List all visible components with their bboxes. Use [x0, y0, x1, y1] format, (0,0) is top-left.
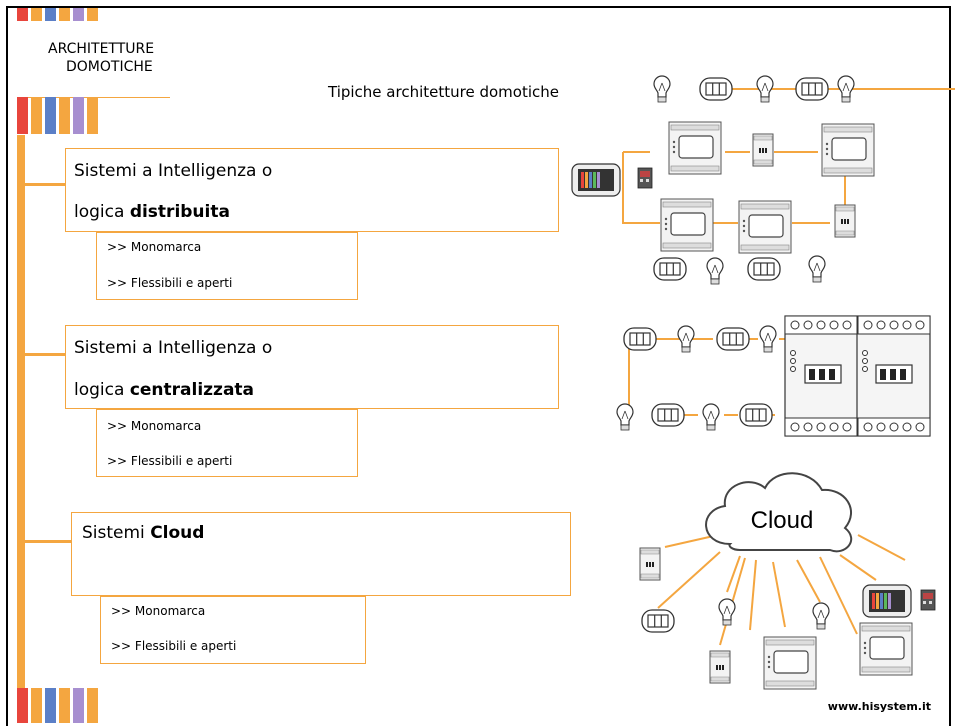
stripe: [31, 8, 42, 21]
vertical-bar: [17, 135, 25, 690]
architecture-line2-bold: distribuita: [129, 202, 230, 222]
bottom-color-stripes: [17, 688, 98, 723]
distributed-diagram: [571, 75, 955, 285]
stripe: [31, 688, 42, 723]
stripe: [17, 8, 28, 21]
subbox-item: >> Monomarca: [111, 604, 206, 618]
stripe: [87, 8, 98, 21]
architecture-line1: Sistemi a Intelligenza o: [74, 161, 273, 181]
architecture-line1-prefix: Sistemi: [82, 523, 151, 543]
architecture-line2-prefix: logica: [74, 380, 130, 400]
cloud-label: Cloud: [751, 507, 814, 534]
architecture-line1: Sistemi Cloud: [82, 522, 204, 544]
subbox-item: >> Monomarca: [107, 419, 202, 433]
stripe: [31, 97, 42, 134]
diagram-subtitle: Tipiche architetture domotiche: [328, 83, 559, 101]
stripe: [87, 688, 98, 723]
centralized-diagram: [616, 315, 931, 437]
subbox-item: >> Flessibili e aperti: [107, 454, 233, 468]
architecture-line2-prefix: logica: [74, 202, 130, 222]
architecture-line2-bold: centralizzata: [129, 380, 255, 400]
architecture-box-distributed: Sistemi a Intelligenza o logica distribu…: [65, 148, 559, 232]
connector-tick: [25, 183, 65, 186]
top-color-stripes: [17, 8, 98, 21]
architecture-line2: logica distribuita: [74, 201, 230, 223]
footer-url: www.hisystem.it: [827, 700, 931, 713]
stripe: [17, 97, 28, 134]
cloud-diagram: Cloud: [639, 472, 936, 690]
architectures-diagram: Cloud: [571, 75, 955, 690]
subbox-item: >> Flessibili e aperti: [107, 276, 233, 290]
section-title-line2: DOMOTICHE: [66, 59, 153, 75]
stripe: [59, 97, 70, 134]
connector-tick: [25, 540, 71, 543]
stripe: [17, 688, 28, 723]
stripe: [87, 97, 98, 134]
section-title-line1: ARCHITETTURE: [48, 41, 155, 57]
slide-frame: [6, 6, 951, 726]
architecture-box-centralized: Sistemi a Intelligenza o logica centrali…: [65, 325, 559, 409]
architecture-line1-bold: Cloud: [150, 523, 205, 543]
stripe: [73, 8, 84, 21]
architecture-subbox-distributed: >> Monomarca >> Flessibili e aperti: [96, 232, 358, 300]
mid-color-stripes: [17, 97, 98, 134]
architecture-box-cloud: Sistemi Cloud: [71, 512, 571, 596]
stripe: [45, 8, 56, 21]
stripe: [73, 688, 84, 723]
architecture-line2: logica centralizzata: [74, 379, 254, 401]
stripe: [59, 688, 70, 723]
section-title: ARCHITETTURE DOMOTICHE: [48, 40, 178, 76]
stripe: [73, 97, 84, 134]
connector-tick: [25, 353, 65, 356]
stripe: [45, 688, 56, 723]
architecture-line1: Sistemi a Intelligenza o: [74, 338, 273, 358]
subbox-item: >> Flessibili e aperti: [111, 639, 237, 653]
stripe: [45, 97, 56, 134]
subbox-item: >> Monomarca: [107, 240, 202, 254]
stripe: [59, 8, 70, 21]
architecture-subbox-centralized: >> Monomarca >> Flessibili e aperti: [96, 409, 358, 477]
architecture-subbox-cloud: >> Monomarca >> Flessibili e aperti: [100, 596, 366, 664]
